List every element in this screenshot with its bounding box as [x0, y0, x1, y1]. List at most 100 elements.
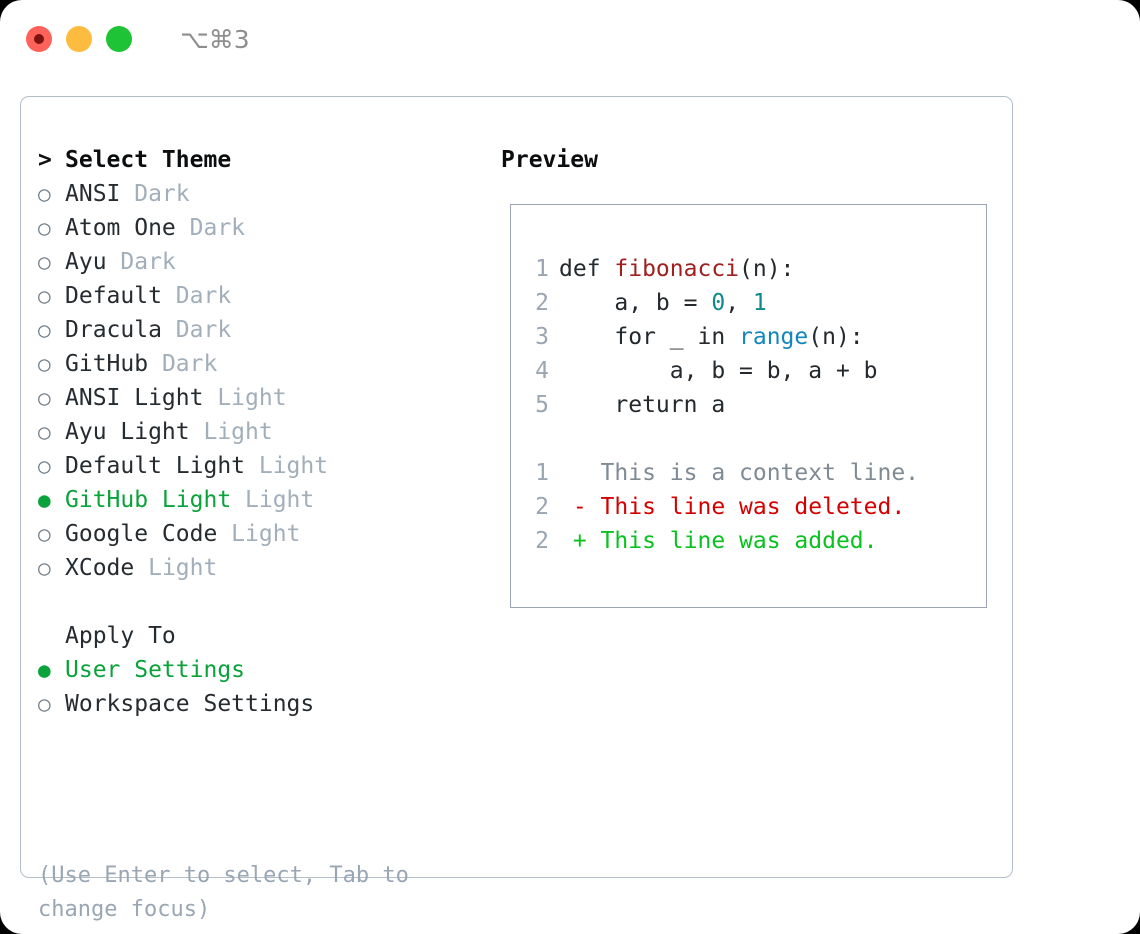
theme-list-item[interactable]: ○Ayu Dark [38, 245, 483, 279]
diff-line: 2 - This line was deleted. [523, 490, 919, 524]
line-number: 5 [535, 392, 549, 418]
code-token: , [725, 290, 753, 316]
theme-name: ANSI [65, 181, 121, 207]
radio-unselected-icon[interactable]: ○ [38, 250, 51, 274]
select-theme-title: Select Theme [65, 147, 232, 173]
code-token: 1 [752, 290, 767, 316]
apply-to-item[interactable]: ○Workspace Settings [38, 687, 483, 721]
theme-variant-badge: Light [134, 555, 218, 581]
apply-to-list: ● User Settings ○Workspace Settings [38, 653, 483, 721]
radio-unselected-icon[interactable]: ○ [38, 318, 51, 342]
line-number: 2 [535, 494, 549, 520]
theme-variant-badge: Light [245, 453, 329, 479]
line-number: 1 [535, 460, 549, 486]
theme-variant-badge: Dark [120, 181, 190, 207]
theme-list: ○ANSI Dark○Atom One Dark○Ayu Dark○Defaul… [38, 177, 483, 585]
theme-list-item[interactable]: ○ ANSI Light Light [38, 381, 483, 415]
theme-name: GitHub [65, 351, 149, 377]
radio-selected-icon[interactable]: ● [38, 488, 51, 512]
theme-variant-badge: Dark [161, 283, 232, 309]
theme-selector-column: >Select Theme ○ANSI Dark○Atom One Dark○A… [38, 143, 483, 721]
code-token: fibonacci [614, 256, 740, 282]
theme-list-item[interactable]: ○ Ayu Light Light [38, 415, 483, 449]
radio-unselected-icon[interactable]: ○ [38, 284, 51, 308]
line-number: 2 [535, 290, 549, 316]
code-spacer [523, 422, 919, 456]
radio-unselected-icon[interactable]: ○ [38, 454, 51, 478]
theme-list-item[interactable]: ○XCode Light [38, 551, 483, 585]
theme-variant-badge: Dark [161, 317, 232, 343]
code-token: 0 [711, 290, 726, 316]
radio-unselected-icon[interactable]: ○ [38, 386, 51, 410]
radio-unselected-icon[interactable]: ○ [38, 182, 51, 206]
code-line: 1 def fibonacci(n): [523, 252, 919, 286]
theme-name: Google Code [65, 521, 218, 547]
theme-list-item[interactable]: ○ Dracula Dark [38, 313, 483, 347]
caret-icon: > [38, 147, 52, 173]
radio-unselected-icon[interactable]: ○ [38, 352, 51, 376]
theme-list-item[interactable]: ○ Google Code Light [38, 517, 483, 551]
theme-list-item[interactable]: ○ GitHub Dark [38, 347, 483, 381]
code-token: - This line was deleted. [559, 494, 906, 520]
theme-list-item[interactable]: ○ Atom One Dark [38, 211, 483, 245]
code-token: (n): [739, 256, 795, 282]
theme-name: Atom One [65, 215, 176, 241]
line-number: 4 [535, 358, 549, 384]
theme-name: Default [65, 283, 162, 309]
radio-unselected-icon[interactable]: ○ [38, 420, 51, 444]
keyboard-hint-text: (Use Enter to select, Tab to change focu… [38, 863, 423, 922]
theme-list-item[interactable]: ○ ANSI Dark [38, 177, 483, 211]
diff-line: 1 This is a context line. [523, 456, 919, 490]
apply-to-title: Apply To [65, 623, 176, 649]
radio-unselected-icon[interactable]: ○ [38, 692, 51, 716]
theme-name: Ayu Light [65, 419, 190, 445]
theme-variant-badge: Light [231, 487, 315, 513]
code-line: 2 a, b = 0, 1 [523, 286, 919, 320]
theme-name: Default Light [65, 453, 246, 479]
code-token: range [739, 324, 809, 350]
select-theme-header: > Select Theme [38, 143, 483, 177]
code-line: 5 return a [523, 388, 919, 422]
maximize-window-button[interactable] [106, 26, 132, 52]
code-line: 4 a, b = b, a + b [523, 354, 919, 388]
theme-name: GitHub Light [65, 487, 232, 513]
radio-selected-icon[interactable]: ● [38, 658, 51, 682]
keyboard-shortcut-label: ⌥⌘3 [180, 24, 250, 54]
theme-name: Dracula [65, 317, 162, 343]
minimize-window-button[interactable] [66, 26, 92, 52]
theme-variant-badge: Dark [148, 351, 218, 377]
code-token: This is a context line. [559, 460, 920, 486]
title-bar: ⌥⌘3 [0, 0, 1140, 78]
diff-line: 2 + This line was added. [523, 524, 919, 558]
code-token: for _ in [559, 324, 740, 350]
line-number: 2 [535, 528, 549, 554]
line-number: 1 [535, 256, 549, 282]
theme-variant-badge: Dark [175, 215, 246, 241]
radio-unselected-icon[interactable]: ○ [38, 216, 51, 240]
code-token: + This line was added. [559, 528, 878, 554]
code-token: def [559, 256, 615, 282]
close-window-button[interactable] [26, 26, 52, 52]
theme-variant-badge: Light [203, 385, 287, 411]
main-panel: >Select Theme ○ANSI Dark○Atom One Dark○A… [20, 96, 1013, 922]
code-token: (n): [808, 324, 864, 350]
apply-to-label: User Settings [65, 657, 246, 683]
apply-to-header: Apply To [38, 619, 483, 653]
apply-to-item[interactable]: ● User Settings [38, 653, 483, 687]
radio-unselected-icon[interactable]: ○ [38, 522, 51, 546]
theme-variant-badge: Light [189, 419, 273, 445]
theme-variant-badge: Light [217, 521, 301, 547]
line-number: 3 [535, 324, 549, 350]
code-line: 3 for _ in range(n): [523, 320, 919, 354]
code-token: a, b = [559, 290, 712, 316]
code-token: return a [559, 392, 726, 418]
theme-list-item[interactable]: ○ Default Light Light [38, 449, 483, 483]
preview-title: Preview [501, 147, 598, 173]
theme-name: ANSI Light [65, 385, 204, 411]
theme-variant-badge: Dark [106, 249, 176, 275]
theme-list-item[interactable]: ○ Default Dark [38, 279, 483, 313]
theme-list-item[interactable]: ● GitHub Light Light [38, 483, 483, 517]
radio-unselected-icon[interactable]: ○ [38, 556, 51, 580]
